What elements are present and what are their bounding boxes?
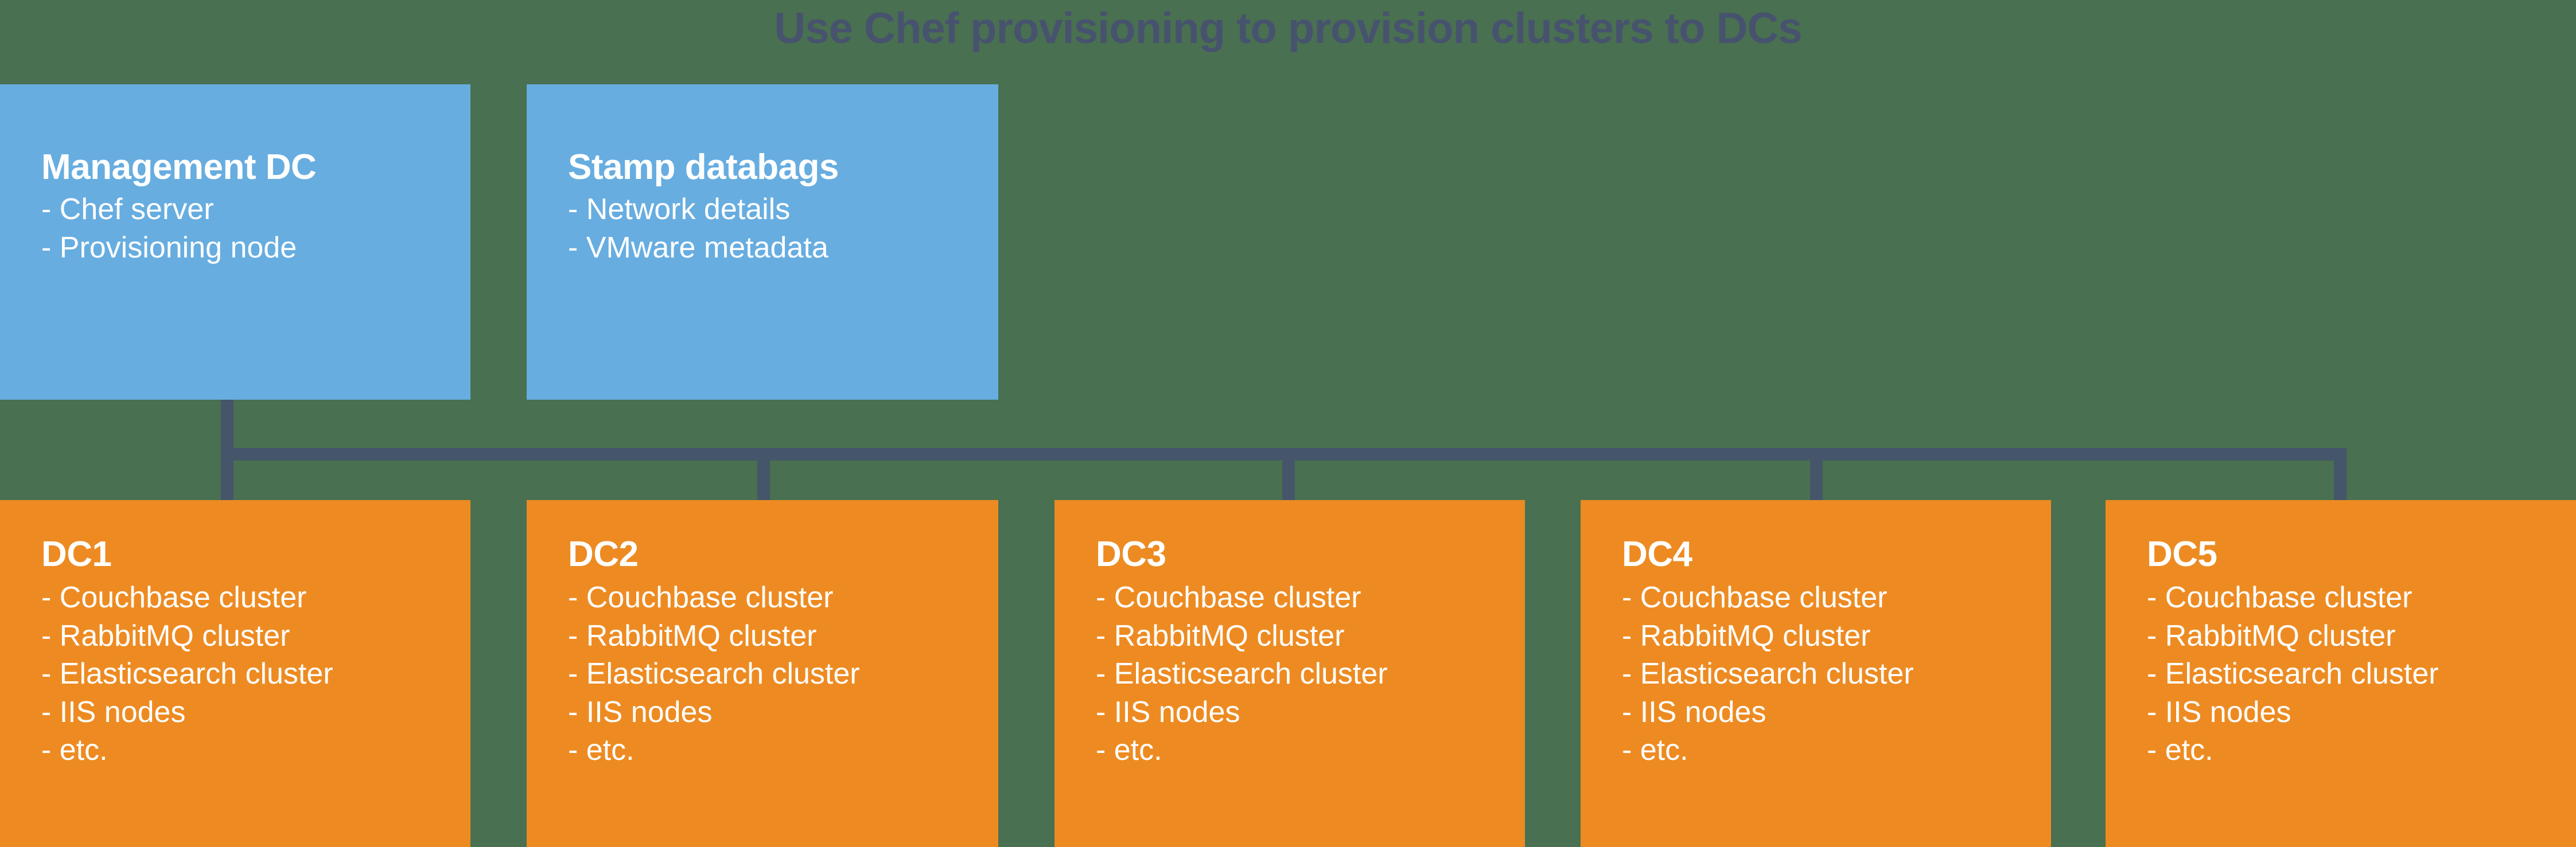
list-item: etc.: [1622, 731, 2051, 770]
connector-drop-dc3: [1282, 448, 1295, 502]
node-item-list: Couchbase cluster RabbitMQ cluster Elast…: [568, 573, 998, 770]
node-item-list: Couchbase cluster RabbitMQ cluster Elast…: [1622, 573, 2051, 770]
list-item: IIS nodes: [1096, 693, 1525, 732]
node-item-list: Network details VMware metadata: [568, 186, 998, 267]
list-item: Couchbase cluster: [41, 579, 470, 617]
list-item: IIS nodes: [41, 693, 470, 732]
node-dc5[interactable]: DC5 Couchbase cluster RabbitMQ cluster E…: [2106, 500, 2576, 847]
node-title: DC5: [2147, 534, 2217, 574]
list-item: Elasticsearch cluster: [41, 655, 470, 693]
connector-drop-dc5: [2334, 448, 2347, 502]
list-item: etc.: [568, 731, 998, 770]
node-stamp-databags[interactable]: Stamp databags Network details VMware me…: [527, 84, 998, 400]
list-item: Elasticsearch cluster: [1622, 655, 2051, 693]
list-item: RabbitMQ cluster: [2147, 617, 2576, 655]
list-item: etc.: [1096, 731, 1525, 770]
node-item-list: Couchbase cluster RabbitMQ cluster Elast…: [41, 573, 470, 770]
node-item-list: Chef server Provisioning node: [41, 186, 470, 267]
node-title: DC2: [568, 534, 639, 574]
connector-drop-dc4: [1810, 448, 1823, 502]
list-item: Couchbase cluster: [568, 579, 998, 617]
node-title: DC1: [41, 534, 112, 574]
list-item: Elasticsearch cluster: [568, 655, 998, 693]
list-item: RabbitMQ cluster: [41, 617, 470, 655]
list-item: IIS nodes: [1622, 693, 2051, 732]
list-item: Elasticsearch cluster: [1096, 655, 1525, 693]
list-item: Chef server: [41, 190, 470, 229]
node-dc3[interactable]: DC3 Couchbase cluster RabbitMQ cluster E…: [1054, 500, 1525, 847]
list-item: etc.: [2147, 731, 2576, 770]
node-title: Stamp databags: [568, 147, 839, 187]
list-item: Network details: [568, 190, 998, 229]
list-item: Couchbase cluster: [2147, 579, 2576, 617]
list-item: IIS nodes: [2147, 693, 2576, 732]
list-item: Couchbase cluster: [1622, 579, 2051, 617]
node-dc1[interactable]: DC1 Couchbase cluster RabbitMQ cluster E…: [0, 500, 470, 847]
node-management-dc[interactable]: Management DC Chef server Provisioning n…: [0, 84, 470, 400]
node-dc4[interactable]: DC4 Couchbase cluster RabbitMQ cluster E…: [1581, 500, 2051, 847]
node-title: DC4: [1622, 534, 1692, 574]
connector-drop-dc2: [757, 448, 770, 502]
page-title: Use Chef provisioning to provision clust…: [774, 4, 1802, 53]
list-item: RabbitMQ cluster: [568, 617, 998, 655]
list-item: RabbitMQ cluster: [1096, 617, 1525, 655]
list-item: Elasticsearch cluster: [2147, 655, 2576, 693]
node-dc2[interactable]: DC2 Couchbase cluster RabbitMQ cluster E…: [527, 500, 998, 847]
list-item: etc.: [41, 731, 470, 770]
node-title: DC3: [1096, 534, 1166, 574]
node-item-list: Couchbase cluster RabbitMQ cluster Elast…: [2147, 573, 2576, 770]
list-item: Provisioning node: [41, 229, 470, 267]
list-item: Couchbase cluster: [1096, 579, 1525, 617]
list-item: VMware metadata: [568, 229, 998, 267]
list-item: RabbitMQ cluster: [1622, 617, 2051, 655]
node-title: Management DC: [41, 147, 317, 187]
node-item-list: Couchbase cluster RabbitMQ cluster Elast…: [1096, 573, 1525, 770]
list-item: IIS nodes: [568, 693, 998, 732]
